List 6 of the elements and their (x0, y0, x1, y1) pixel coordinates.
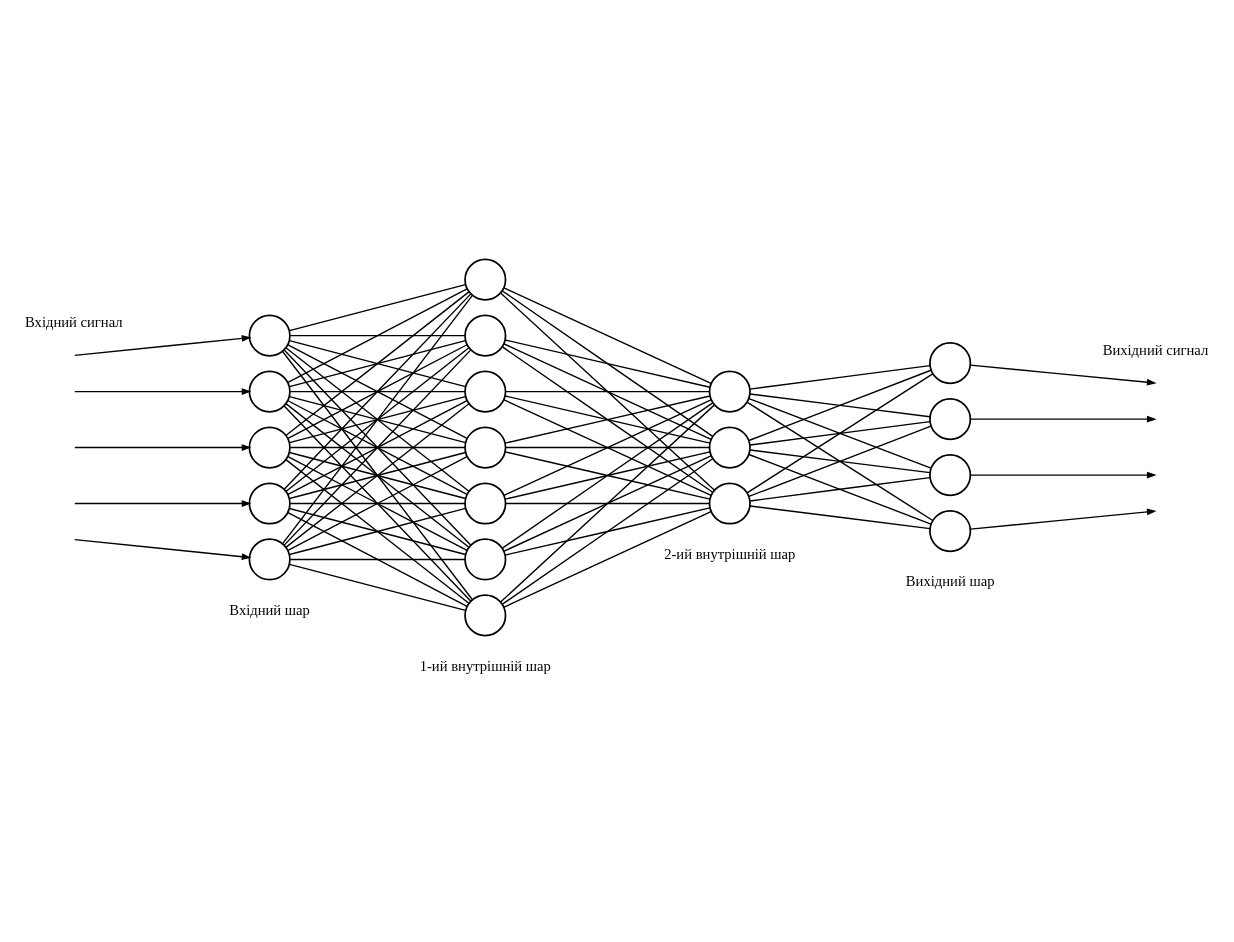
label: 1-ий внутрішній шар (419, 657, 551, 674)
label: Вихідний шар (905, 573, 995, 590)
label: 2-ий внутрішній шар (664, 545, 796, 562)
label: Вхідний сигнал (25, 314, 123, 331)
label: Вихідний сигнал (1102, 341, 1209, 358)
label: Вхідний шар (229, 601, 310, 618)
